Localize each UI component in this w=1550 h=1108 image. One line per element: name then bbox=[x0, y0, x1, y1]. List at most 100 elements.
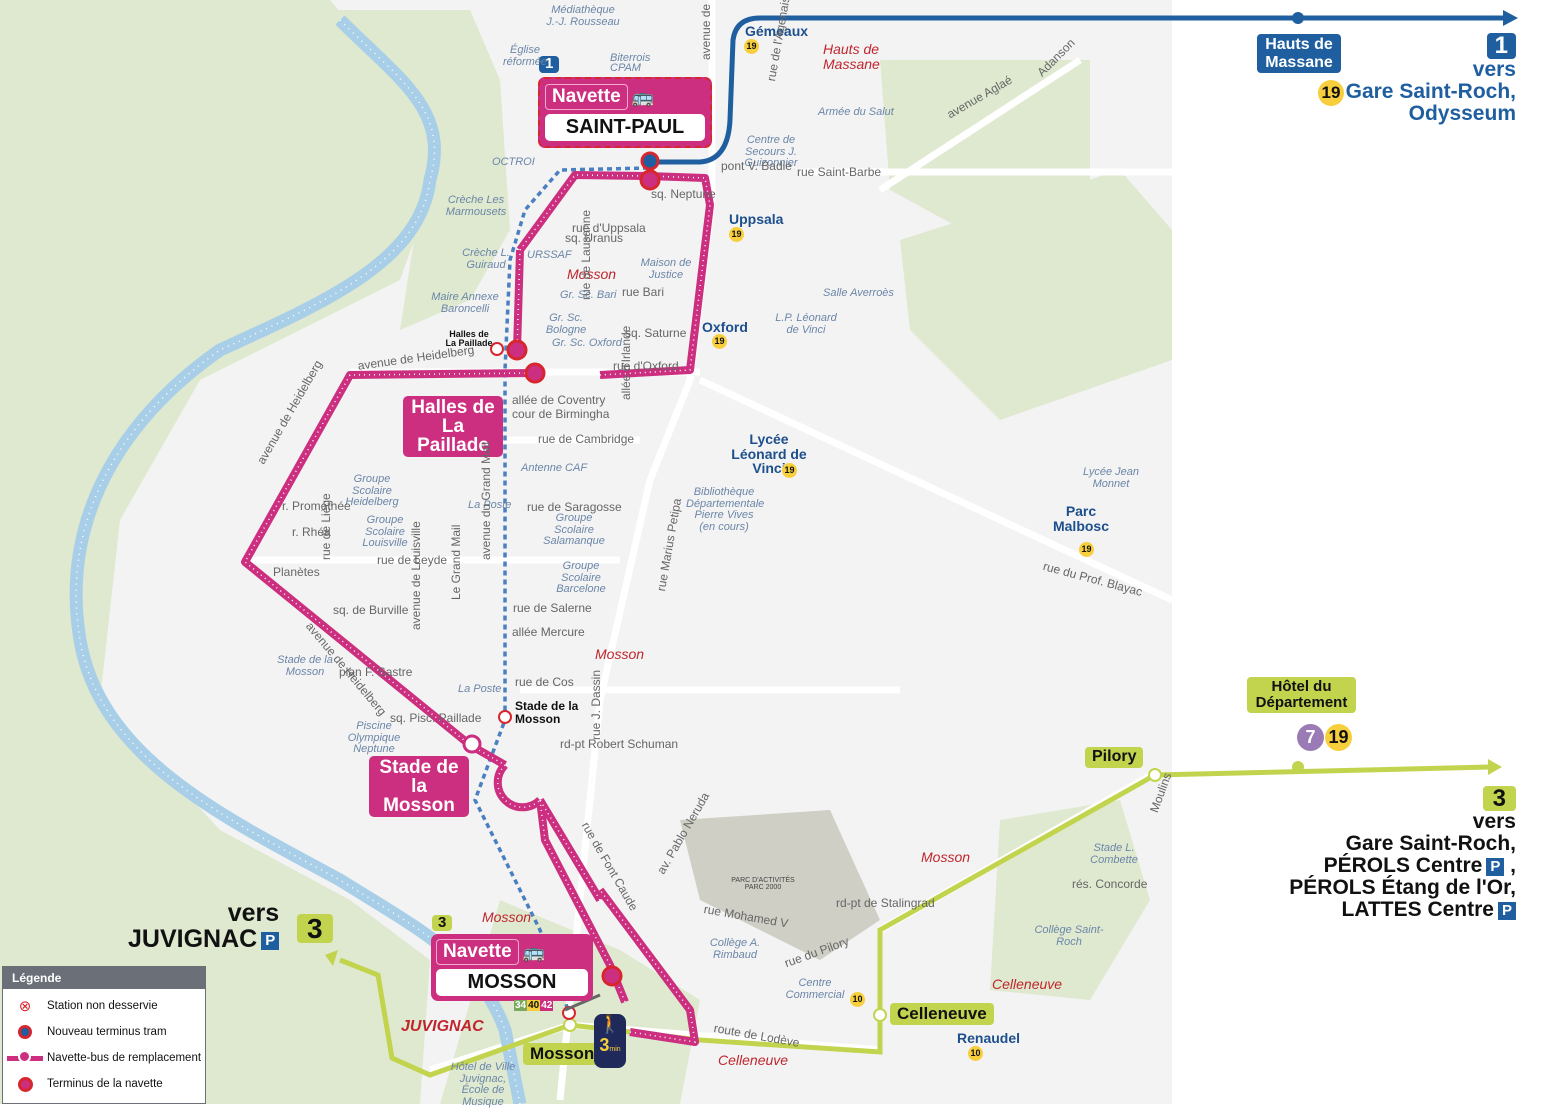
street-label: sq. Pisc. Paillade bbox=[390, 711, 482, 725]
street-label: rue de Cos bbox=[515, 675, 574, 689]
bus-19-badge: 19 bbox=[712, 334, 727, 349]
legend-label: Station non desservie bbox=[47, 1000, 158, 1012]
bus-19-badge: 19 bbox=[1325, 724, 1352, 751]
place-label: Centre de Secours J. Guizonnier bbox=[744, 134, 798, 170]
place-label: Médiathèque J.-J. Rousseau bbox=[546, 4, 620, 28]
walk-minutes: 3 bbox=[599, 1035, 610, 1055]
bus-10-badge: 10 bbox=[850, 992, 865, 1007]
tram-line-1 bbox=[650, 15, 1505, 165]
legend-item: Navette-bus de remplacement bbox=[3, 1045, 205, 1071]
place-label: Gr. Sc. Bologne bbox=[545, 312, 587, 336]
street-label: allée Mercure bbox=[512, 625, 585, 639]
navette-saint-paul-box: Navette🚌 SAINT-PAUL bbox=[538, 77, 712, 148]
bus-19-badge: 19 bbox=[782, 463, 797, 478]
bus-stop-uppsala: Uppsala bbox=[729, 211, 784, 227]
navette-terminus-icon bbox=[3, 1076, 47, 1092]
new-tram-terminus-saint-paul[interactable] bbox=[640, 151, 660, 171]
street-label: r. Prométhée bbox=[282, 499, 351, 513]
bus-stop-centre-commercial: Centre Commercial bbox=[785, 977, 845, 1001]
walk-connector bbox=[564, 993, 601, 1012]
legend-title: Légende bbox=[3, 967, 205, 989]
line-3-badge: 3 bbox=[432, 915, 453, 931]
legend-item: ⊗ Station non desservie bbox=[3, 993, 205, 1019]
legend-item: Terminus de la navette bbox=[3, 1071, 205, 1097]
navette-stop-halles-north[interactable] bbox=[506, 339, 528, 361]
place-label: PARC D'ACTIVITÉS PARC 2000 bbox=[731, 877, 795, 892]
place-label: Crèche L. Guiraud bbox=[462, 247, 510, 271]
dest-line: PÉROLS Centre bbox=[1323, 854, 1483, 878]
street-label: rue d'Oxford bbox=[613, 359, 679, 373]
street-label: avenue de Louisville bbox=[409, 521, 423, 630]
street-label: rd-pt Robert Schuman bbox=[560, 737, 679, 751]
place-label: La Poste bbox=[458, 683, 502, 695]
navette-label: Navette bbox=[545, 84, 628, 110]
street-label: allée d'Irlande bbox=[619, 325, 633, 400]
place-label: Armée du Salut bbox=[818, 106, 894, 118]
place-label: Bibliothèque Départementale Pierre Vives… bbox=[686, 486, 765, 533]
street-label: rue Bari bbox=[622, 285, 665, 299]
district-label: JUVIGNAC bbox=[401, 1018, 484, 1035]
place-label: Collège Saint-Roch bbox=[1034, 924, 1104, 948]
parking-icon: P bbox=[1486, 857, 1505, 876]
dest-vers: vers bbox=[227, 899, 280, 927]
street-label: rue de Cambridge bbox=[538, 432, 635, 446]
place-label: L.P. Léonard de Vinci bbox=[775, 312, 837, 336]
line-3-west-number: 3 bbox=[297, 914, 333, 943]
stop-label-hotel-du-departement: Hôtel du Département bbox=[1247, 677, 1356, 713]
street-label: rue J. Dassin bbox=[589, 669, 603, 740]
street-label: allée de Coventry bbox=[512, 393, 606, 407]
street-label: rd-pt de Stalingrad bbox=[836, 896, 935, 910]
walk-time-badge: 🚶 3min bbox=[594, 1014, 626, 1068]
place-label: Groupe Scolaire Louisville bbox=[362, 514, 408, 550]
legend-label: Terminus de la navette bbox=[47, 1078, 163, 1090]
place-label: OCTROI bbox=[492, 156, 535, 168]
bus-stop-oxford: Oxford bbox=[702, 319, 748, 335]
street-label: rue de Saragosse bbox=[527, 500, 622, 514]
street-label: rue Saint-Barbe bbox=[797, 165, 882, 179]
street-label: sq. de Burville bbox=[333, 603, 409, 617]
navette-terminus-mosson[interactable] bbox=[601, 965, 623, 987]
street-label: avenue du Grand Mail bbox=[479, 441, 493, 560]
bus-19-badge: 19 bbox=[1079, 542, 1094, 557]
street-label: plan F. Sastre bbox=[339, 665, 413, 679]
dest-juvignac: JUVIGNAC bbox=[128, 925, 258, 954]
navette-stop-halles-west[interactable] bbox=[524, 362, 546, 384]
street-label: Le Grand Mail bbox=[449, 524, 463, 600]
dest-line: Gare Saint-Roch, bbox=[1345, 80, 1516, 104]
bus-stop-lycee-leonard-de-vinci: Lycée Léonard de Vinci bbox=[731, 431, 807, 477]
district-label: Celleneuve bbox=[718, 1052, 789, 1068]
legend-label: Nouveau terminus tram bbox=[47, 1026, 167, 1038]
place-label: Gr. Sc. Oxford bbox=[552, 337, 622, 349]
street-label: sq. Saturne bbox=[625, 326, 687, 340]
place-label: Groupe Scolaire Heidelberg bbox=[345, 473, 399, 509]
walk-unit: min bbox=[609, 1046, 621, 1053]
parking-icon: P bbox=[261, 931, 280, 950]
street-label: rue de Lausanne bbox=[579, 209, 593, 300]
bus-19-badge: 19 bbox=[729, 227, 744, 242]
bus-7-badge: 7 bbox=[1297, 724, 1324, 751]
navette-mosson-box: Navette🚌 MOSSON bbox=[431, 934, 593, 1001]
place-label: Groupe Scolaire Salamanque bbox=[543, 512, 605, 548]
street-label: rue de Liège bbox=[319, 493, 333, 560]
stop-label-pilory: Pilory bbox=[1085, 747, 1144, 768]
dest-vers: vers bbox=[1472, 810, 1516, 834]
navette-terminus-name: SAINT-PAUL bbox=[545, 114, 705, 141]
district-label: Celleneuve bbox=[992, 976, 1063, 992]
bus-icon: 🚌 bbox=[522, 941, 546, 962]
place-label: Biterrois bbox=[610, 52, 651, 64]
place-label: Collège A. Rimbaud bbox=[709, 937, 761, 961]
stop-dot-hotel-du-departement bbox=[1292, 761, 1304, 773]
parking-icon: P bbox=[1497, 901, 1516, 920]
stop-dot-hauts-de-massane bbox=[1292, 12, 1304, 24]
stop-dot-mosson bbox=[563, 1018, 577, 1032]
station-non-desservie-icon: ⊗ bbox=[18, 998, 32, 1015]
legend: Légende ⊗ Station non desservie Nouveau t… bbox=[2, 966, 206, 1104]
line-1-arrow bbox=[1503, 10, 1518, 26]
navette-terminus-saint-paul[interactable] bbox=[639, 169, 661, 191]
navette-stop-stade[interactable] bbox=[462, 734, 482, 754]
place-label: Gr. Sc. Bari bbox=[560, 289, 617, 301]
street-label: rue d'Uppsala bbox=[572, 221, 646, 235]
street-label: sq. Neptune bbox=[651, 187, 716, 201]
line-3-west-arrow bbox=[325, 950, 338, 966]
